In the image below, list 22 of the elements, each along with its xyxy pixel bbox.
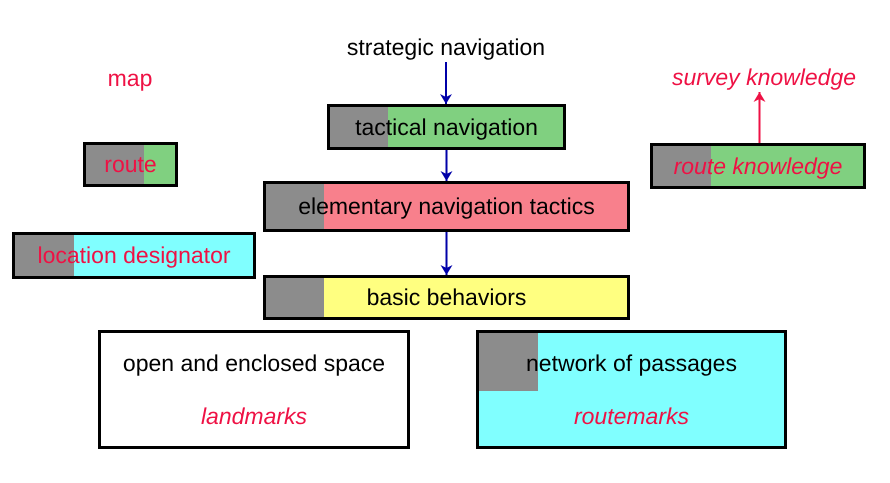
node-text: basic behaviors [366,283,526,312]
diagram-label: map [106,64,154,93]
concept-box [12,232,256,279]
italic-term: survey knowledge [672,63,856,92]
space-box [98,330,410,449]
arrow [440,62,452,104]
node-text: network of passages [526,348,737,378]
arrow [754,92,766,143]
node-text: tactical navigation [355,112,538,142]
node-text: elementary navigation tactics [298,192,595,221]
level-box [263,275,630,320]
arrow [440,150,452,181]
level-box [327,104,566,150]
arrow [440,232,452,275]
italic-term: landmarks [200,402,308,430]
italic-term: routemarks [574,402,690,430]
node-text: strategic navigation [346,32,546,62]
node-text: open and enclosed space [122,348,386,378]
space-box [476,330,787,449]
knowledge-box [650,143,866,189]
node-text: location designator [37,241,231,270]
level-box [263,181,630,232]
